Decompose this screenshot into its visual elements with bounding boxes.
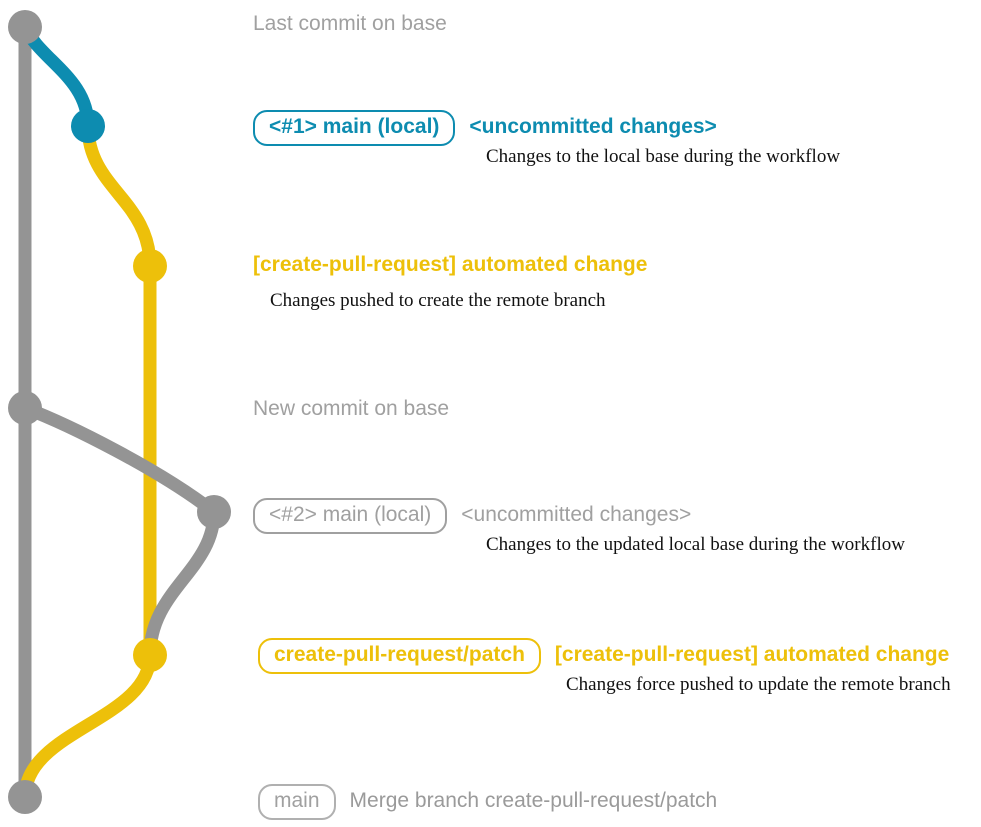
edge-local-main-1-to-automated-change-1 (81, 119, 157, 273)
commit-subject: New commit on base (253, 397, 450, 420)
commit-node-automated-change-2[interactable] (133, 638, 167, 672)
commit-node-automated-change-1[interactable] (133, 249, 167, 283)
edge-new-commit-on-base-to-local-main-2 (18, 401, 221, 519)
commit-row-local-main-1: <#1> main (local) <uncommitted changes> (253, 110, 717, 147)
commit-row-new-commit-on-base: New commit on base (253, 397, 449, 421)
commit-description-local-main-1: Changes to the local base during the wor… (486, 146, 841, 167)
commit-node-local-main-1[interactable] (71, 109, 105, 143)
commit-node-new-commit-on-base[interactable] (8, 391, 42, 425)
commit-description-automated-change-2: Changes force pushed to update the remot… (566, 674, 951, 695)
commit-subject: [create-pull-request] automated change (554, 643, 950, 666)
commit-node-local-main-2[interactable] (197, 495, 231, 529)
commit-row-last-commit-on-base: Last commit on base (253, 12, 447, 36)
commit-description-automated-change-1: Changes pushed to create the remote bran… (270, 290, 606, 311)
branch-pill-local-main-2[interactable]: <#2> main (local) (253, 498, 448, 535)
commit-node-last-commit-on-base[interactable] (8, 10, 42, 44)
commit-subject: <uncommitted changes> (461, 503, 692, 526)
commit-node-merge-commit[interactable] (8, 780, 42, 814)
commit-subject: [create-pull-request] automated change (253, 253, 648, 276)
branch-pill-create-pull-request-patch[interactable]: create-pull-request/patch (258, 638, 541, 675)
edge-base-to-local-main-1 (18, 20, 95, 133)
commit-row-automated-change-1: [create-pull-request] automated change (253, 253, 647, 277)
edge-local-main-2-to-automated-change-2 (143, 505, 221, 662)
commit-row-merge-commit: main Merge branch create-pull-request/pa… (258, 784, 718, 821)
branch-pill-local-main-1[interactable]: <#1> main (local) (253, 110, 456, 147)
branch-pill-main[interactable]: main (258, 784, 336, 821)
commit-description-local-main-2: Changes to the updated local base during… (486, 534, 905, 555)
edge-automated-change-2-to-merge-commit (18, 648, 157, 804)
commit-subject: <uncommitted changes> (469, 115, 717, 138)
commit-subject: Last commit on base (253, 12, 447, 35)
commit-subject: Merge branch create-pull-request/patch (349, 789, 718, 812)
commit-row-local-main-2: <#2> main (local) <uncommitted changes> (253, 498, 692, 535)
commit-row-automated-change-2: create-pull-request/patch [create-pull-r… (258, 638, 950, 675)
